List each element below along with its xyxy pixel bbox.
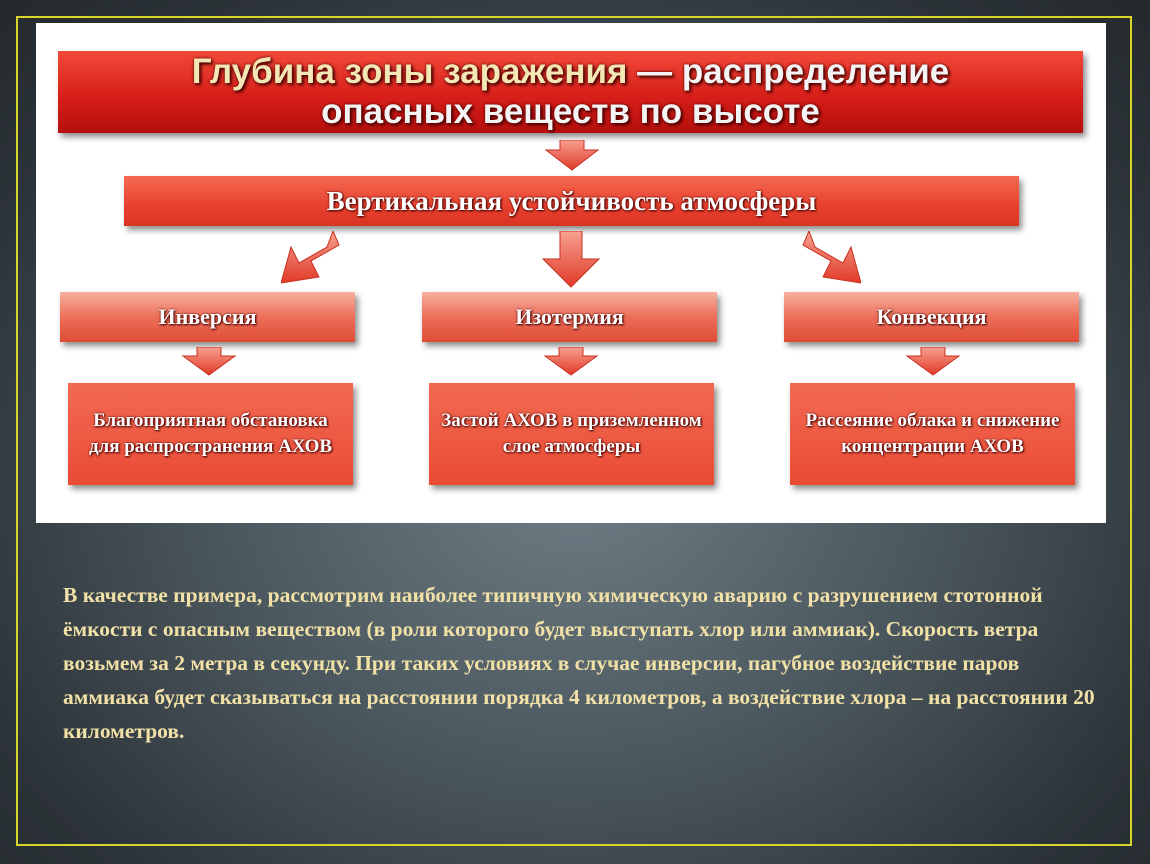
effect-node-inversion: Благоприятная обстановка для распростран… (68, 383, 353, 485)
title-line1-rest: — распределение (627, 52, 950, 91)
effect-node-convection: Рассеяние облака и снижение концентрации… (790, 383, 1075, 485)
slide-frame (16, 16, 1132, 846)
arrow-down-icon (181, 347, 237, 376)
effect-node-isothermy: Застой АХОВ в приземленном слое атмосфер… (429, 383, 714, 485)
effect-label: Благоприятная обстановка для распростран… (88, 410, 333, 457)
branch-label: Конвекция (876, 304, 987, 329)
branch-node-convection: Конвекция (784, 292, 1079, 342)
branch-node-isothermy: Изотермия (422, 292, 717, 342)
arrow-down-icon (544, 140, 600, 171)
effect-label: Застой АХОВ в приземленном слое атмосфер… (441, 410, 702, 457)
root-node: Вертикальная устойчивость атмосферы (124, 176, 1019, 226)
arrow-down-left-icon (281, 231, 340, 284)
arrow-down-icon (543, 347, 599, 376)
root-label: Вертикальная устойчивость атмосферы (326, 185, 817, 216)
description-text: В качестве примера, рассмотрим наиболее … (63, 583, 1095, 743)
arrow-down-right-icon (802, 231, 861, 284)
arrow-down-icon (905, 347, 961, 376)
branch-node-inversion: Инверсия (60, 292, 355, 342)
branch-label: Изотермия (515, 304, 624, 329)
branch-label: Инверсия (158, 304, 257, 329)
title-line2: опасных веществ по высоте (321, 92, 820, 131)
diagram-panel: Глубина зоны заражения — распределение о… (36, 23, 1106, 523)
effect-label: Рассеяние облака и снижение концентрации… (805, 410, 1060, 457)
arrow-down-icon (541, 231, 601, 288)
title-highlight: Глубина зоны заражения (191, 52, 628, 91)
diagram-title: Глубина зоны заражения — распределение о… (58, 51, 1083, 133)
